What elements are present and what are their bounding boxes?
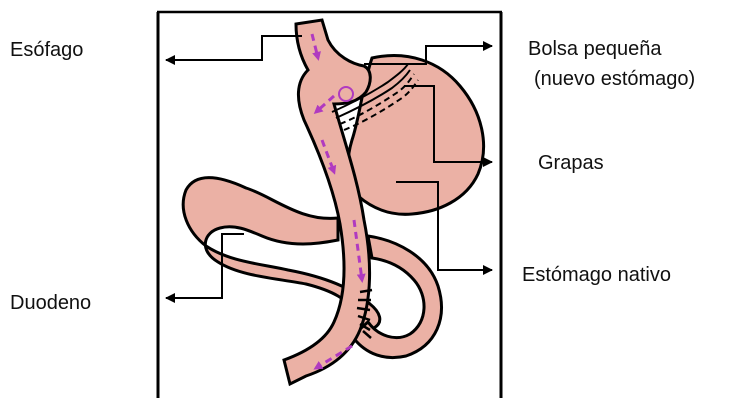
esophagus-pouch-roux-limb-shape [284,20,370,384]
